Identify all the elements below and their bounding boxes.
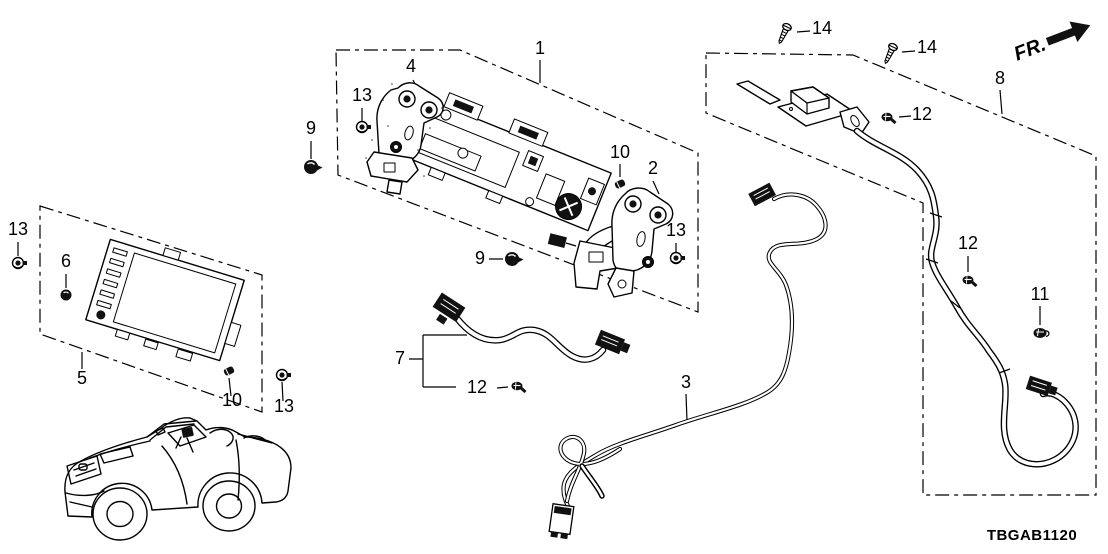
callout-13-a: 13	[352, 85, 372, 105]
callout-12-a: 12	[912, 104, 932, 124]
sub-feeder-top-connector	[748, 182, 776, 207]
callout-13-d: 13	[274, 396, 294, 416]
antenna-cable-connector	[1025, 375, 1058, 397]
callout-3: 3	[681, 372, 691, 392]
fr-arrow-icon	[1045, 21, 1091, 46]
display-unit-drawing	[85, 238, 245, 362]
bolt-13-icon	[275, 368, 292, 382]
grommet-6-icon	[59, 288, 73, 302]
sub-feeder-cable-drawing	[548, 182, 828, 540]
screw-14-icon	[774, 21, 794, 46]
grommet-9-icon	[303, 159, 324, 175]
callout-9-a: 9	[306, 118, 316, 138]
pin-10-icon	[613, 178, 627, 190]
clip-12-icon	[961, 274, 978, 288]
bracket-left-drawing	[365, 82, 444, 195]
audio-unit-drawing	[397, 92, 612, 232]
callout-14-b: 14	[917, 37, 937, 57]
clip-12-icon	[510, 380, 527, 394]
bolt-13-icon	[11, 256, 28, 270]
callout-9-b: 9	[475, 248, 485, 268]
callout-7: 7	[395, 348, 405, 368]
callout-2: 2	[648, 158, 658, 178]
callout-6: 6	[61, 251, 71, 271]
fr-label: FR.	[1011, 33, 1049, 65]
callout-10-a: 10	[610, 142, 630, 162]
clip-12-icon	[880, 111, 897, 125]
antenna-feeder-cable-drawing	[853, 127, 1079, 468]
callout-8: 8	[995, 68, 1005, 88]
jumper-right-connector	[594, 329, 631, 355]
box-part-5	[39, 205, 263, 413]
callout-13-c: 13	[8, 219, 28, 239]
box-part-8	[705, 52, 1097, 496]
jumper-left-connector	[432, 292, 466, 325]
pin-10-icon	[222, 365, 236, 377]
diagram-part-code: TBGAB1120	[987, 527, 1077, 544]
bolt-13-icon	[669, 251, 686, 265]
casting-texture-dots	[365, 83, 443, 177]
callout-13-b: 13	[666, 220, 686, 240]
car-illustration	[64, 417, 292, 541]
screw-14-icon	[880, 41, 900, 66]
callout-12-c: 12	[467, 377, 487, 397]
callout-labels: 1 4 13 9 10 2 13 9 14 14 12 8 12 11 13 6…	[8, 18, 1049, 416]
callout-14-a: 14	[812, 18, 832, 38]
bracket-right-drawing	[547, 187, 674, 298]
clip-11-icon	[1032, 327, 1050, 339]
part-group-boxes	[39, 49, 1097, 496]
box-part-1	[335, 49, 699, 313]
callout-10-b: 10	[222, 390, 242, 410]
gps-antenna-drawing	[736, 80, 870, 135]
unit-location-marker	[181, 427, 194, 438]
sub-feeder-bottom-connector	[548, 503, 575, 540]
callout-4: 4	[406, 56, 416, 76]
grommet-9-icon	[504, 251, 525, 267]
callout-5: 5	[77, 368, 87, 388]
callout-11: 11	[1031, 284, 1050, 304]
callout-1: 1	[535, 38, 545, 58]
callout-12-b: 12	[958, 233, 978, 253]
jumper-cord-drawing	[432, 292, 631, 363]
leader-lines	[17, 30, 1041, 422]
fr-direction: FR.	[1011, 21, 1091, 66]
bolt-13-icon	[355, 120, 372, 134]
